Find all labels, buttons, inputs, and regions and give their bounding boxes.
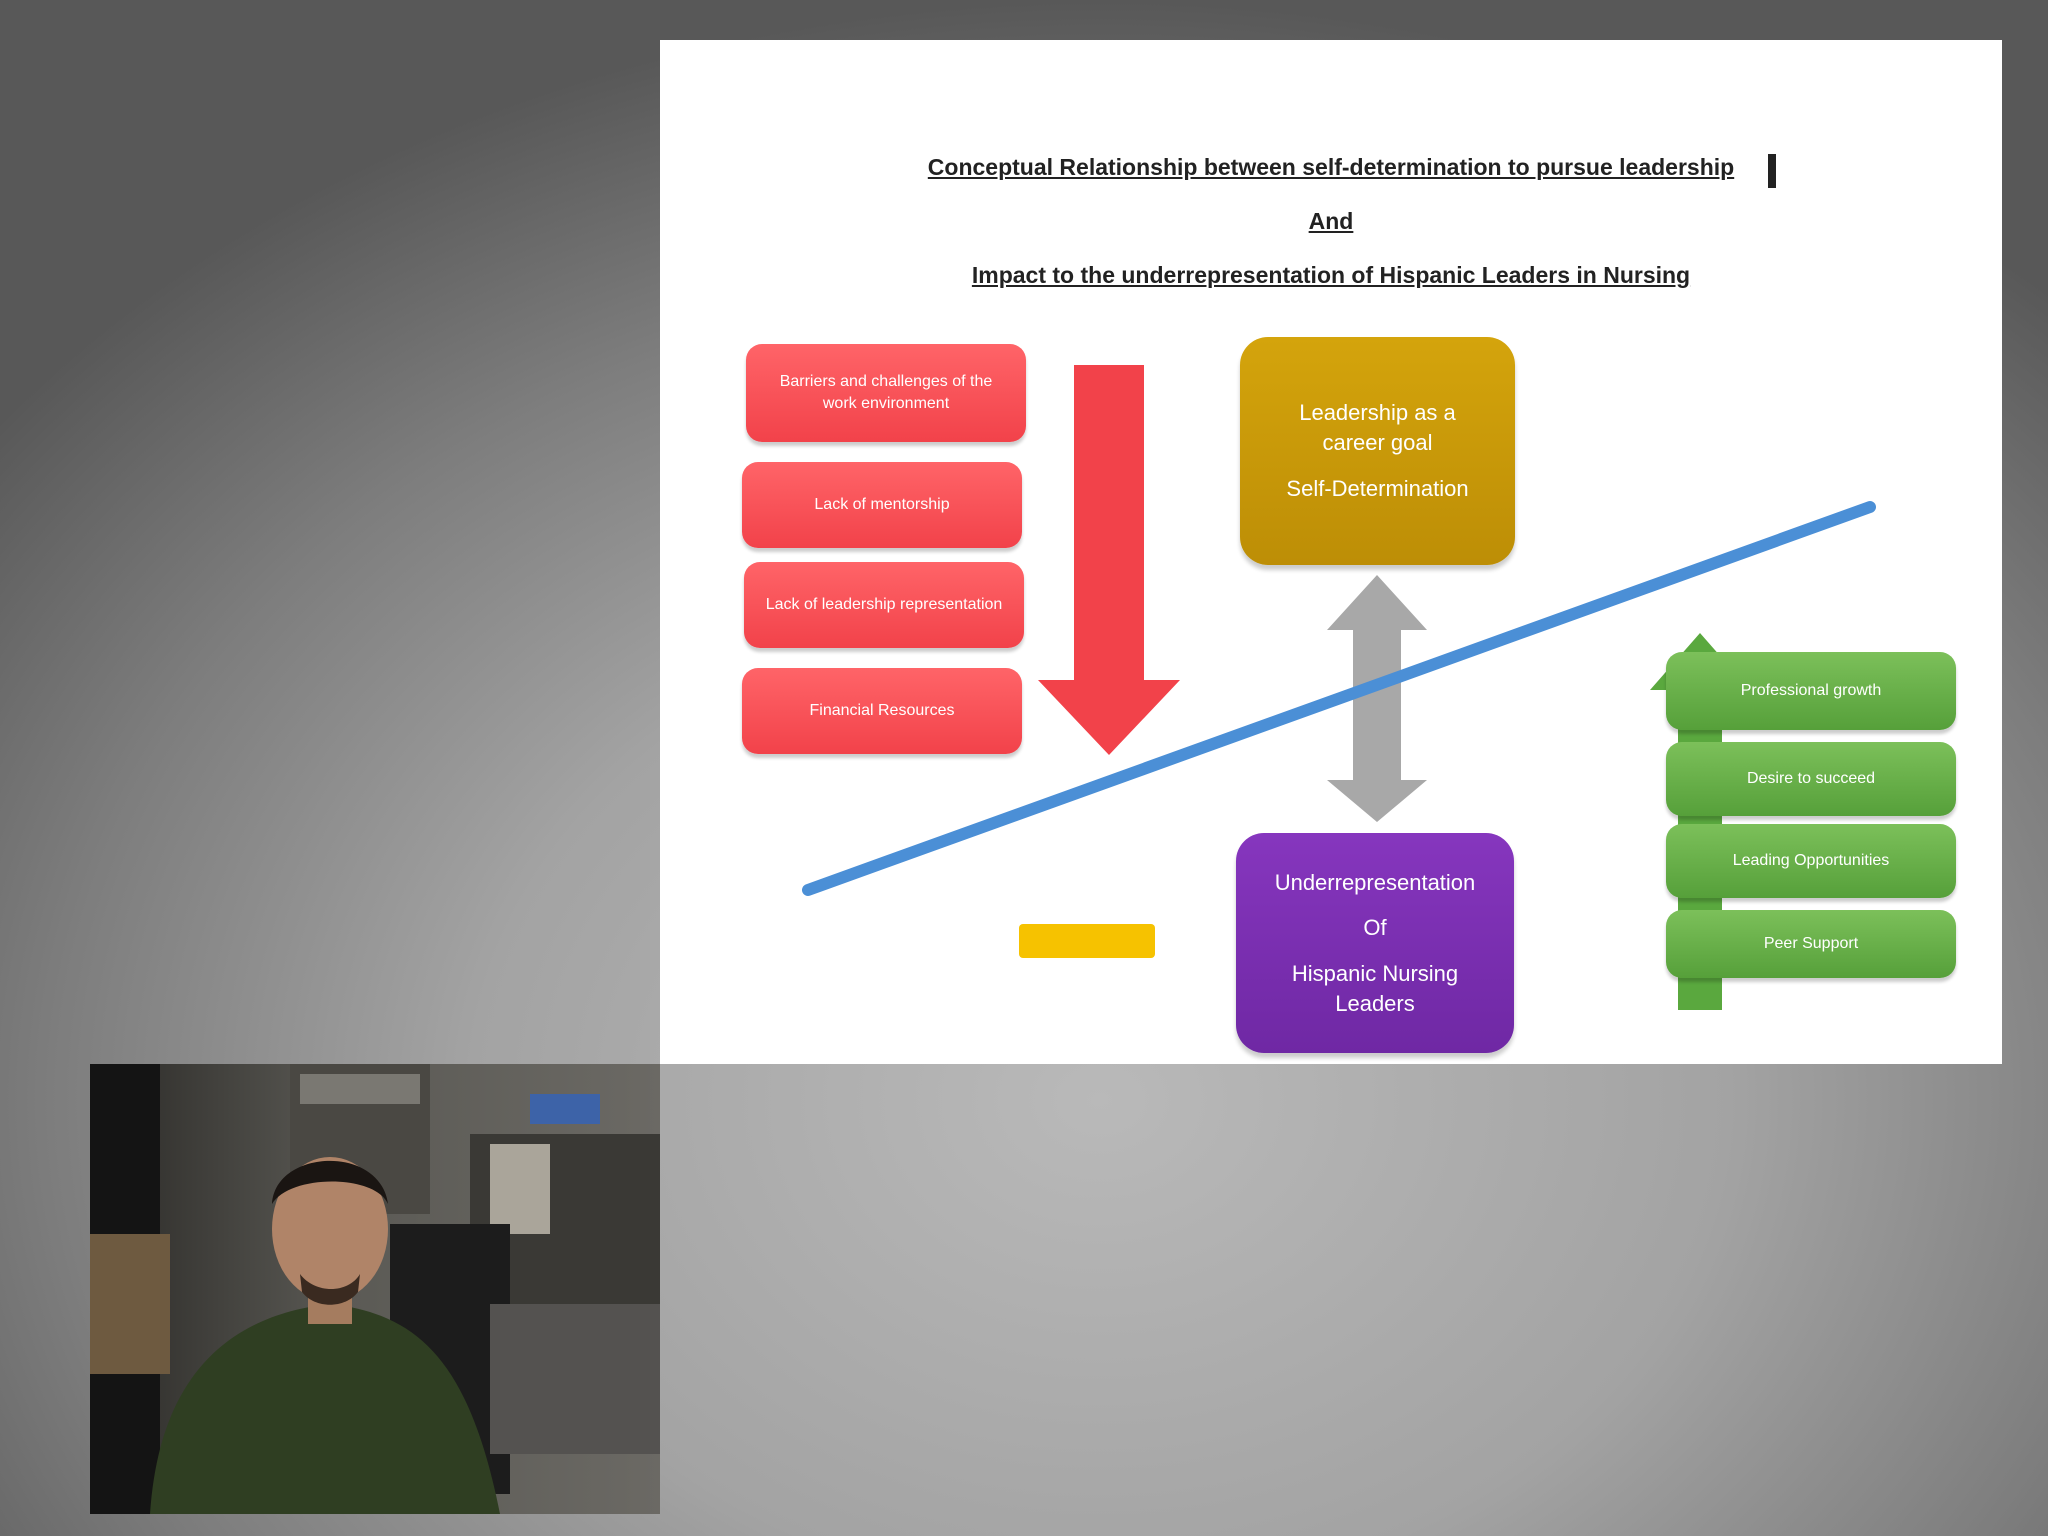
webcam-scene [90,1064,660,1514]
up-arrow [1650,633,1750,1010]
trend-line [802,501,1876,896]
presenter-webcam [90,1064,660,1514]
slide-title-line-1: Conceptual Relationship between self-det… [927,154,1735,180]
positive-box-peer-support: Peer Support [1666,910,1956,978]
positive-box-desire-to-succeed: Desire to succeed [1666,742,1956,816]
minus-icon [1019,924,1155,958]
presentation-slide: Conceptual Relationship between self-det… [660,40,2002,1064]
positive-box-leading-opportunities: Leading Opportunities [1666,824,1956,898]
self-determination-label: Self-Determination [1286,475,1469,501]
down-arrow [1038,365,1180,755]
barrier-label: Financial Resources [809,702,955,720]
slide-title-line-3: Impact to the underrepresentation of His… [971,262,1691,288]
underrepresentation-box: Underrepresentation Of Hispanic Nursing … [1236,833,1514,1053]
title-cursor-bar [1768,154,1776,188]
of-label: Of [1363,915,1387,941]
barrier-box-mentorship: Lack of mentorship [742,462,1022,548]
positive-label: Professional growth [1740,682,1882,700]
positive-label: Desire to succeed [1746,770,1876,788]
career-goal-box: Leadership as a career goal Self-Determi… [1240,337,1515,565]
positive-box-professional-growth: Professional growth [1666,652,1956,730]
slide-title-line-2: And [1308,208,1354,234]
barrier-box-financial: Financial Resources [742,668,1022,754]
barrier-label: Lack of mentorship [814,496,950,514]
barrier-box-work-environment: Barriers and challenges of the work envi… [746,344,1026,442]
double-arrow [1327,575,1427,822]
diagram-graphics [802,365,1876,1010]
career-goal-label: Leadership as a career goal [1299,400,1456,456]
underrepresentation-label: Underrepresentation [1274,869,1476,895]
positive-label: Peer Support [1763,935,1859,953]
positive-label: Leading Opportunities [1732,852,1890,870]
barrier-label: Barriers and challenges of the work envi… [779,373,993,412]
barrier-label: Lack of leadership representation [765,596,1003,614]
hispanic-leaders-label: Hispanic Nursing Leaders [1291,961,1459,1016]
barrier-box-leadership-representation: Lack of leadership representation [744,562,1024,648]
